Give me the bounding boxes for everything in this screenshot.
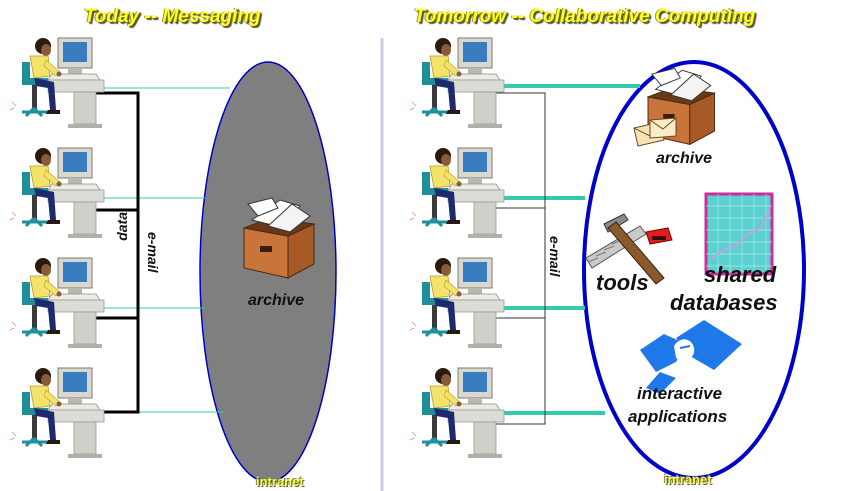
- computer-user-icon: [8, 36, 106, 130]
- intranet-label-right: intranet: [664, 472, 712, 487]
- interactive-label: interactive: [637, 384, 723, 403]
- computer-user-icon: [408, 146, 506, 240]
- tools-label: tools: [596, 270, 649, 295]
- data-label-left: data: [114, 212, 130, 241]
- applications-label: applications: [628, 407, 728, 426]
- tools-icon: [585, 213, 673, 285]
- left-panel-title: Today -- Messaging: [84, 6, 261, 27]
- database-chart-icon: [704, 192, 774, 276]
- right-panel-title: Tomorrow -- Collaborative Computing: [414, 6, 756, 27]
- email-label-left: e-mail: [145, 232, 161, 273]
- databases-label: databases: [670, 290, 778, 315]
- computer-user-icon: [408, 36, 506, 130]
- archive-label-left: archive: [248, 292, 305, 309]
- email-line: [95, 91, 140, 414]
- email-line: [495, 92, 546, 425]
- computer-user-icon: [8, 366, 106, 460]
- envelope-icon: [633, 117, 677, 147]
- email-label-right: e-mail: [547, 236, 563, 277]
- computer-user-icon: [408, 366, 506, 460]
- computer-user-icon: [408, 256, 506, 350]
- computer-user-icon: [8, 256, 106, 350]
- handshake-icon: [640, 320, 742, 394]
- shared-label: shared: [704, 262, 777, 287]
- intranet-ellipse-right: [582, 60, 806, 480]
- computer-user-icon: [8, 146, 106, 240]
- intranet-label-left: intranet: [256, 474, 304, 489]
- archive-label-right: archive: [656, 150, 713, 167]
